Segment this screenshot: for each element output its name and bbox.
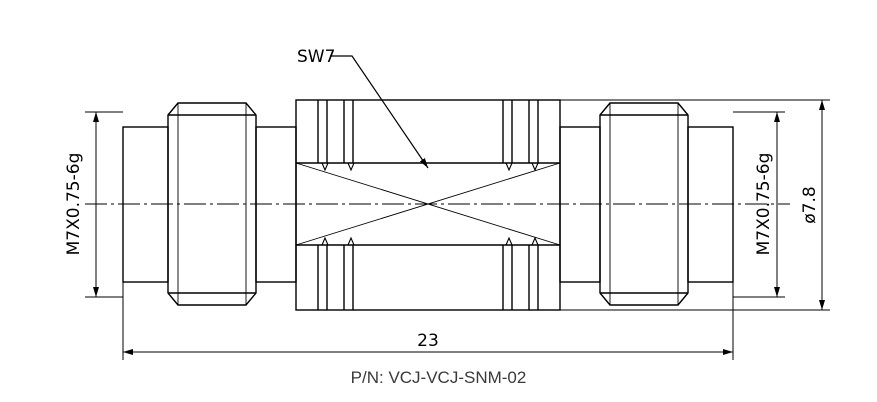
leader-line [330,55,429,169]
diameter-dimension [560,99,830,311]
leader-label: SW7 [297,47,335,67]
hex-body [295,99,561,311]
thread-right-label: M7X0.75-6g [754,153,774,256]
connector-drawing: SW7 M7X0.75-6g M7X0.75-6g ø7.8 23 [64,47,830,360]
length-label: 23 [417,331,439,351]
part-number: P/N: VCJ-VCJ-SNM-02 [350,368,527,387]
left-thread-dimension [85,111,123,298]
thread-left-label: M7X0.75-6g [64,153,84,256]
diameter-label: ø7.8 [800,186,820,223]
length-dimension [122,282,734,360]
right-thread-dimension [733,111,785,298]
left-connector [122,102,297,306]
